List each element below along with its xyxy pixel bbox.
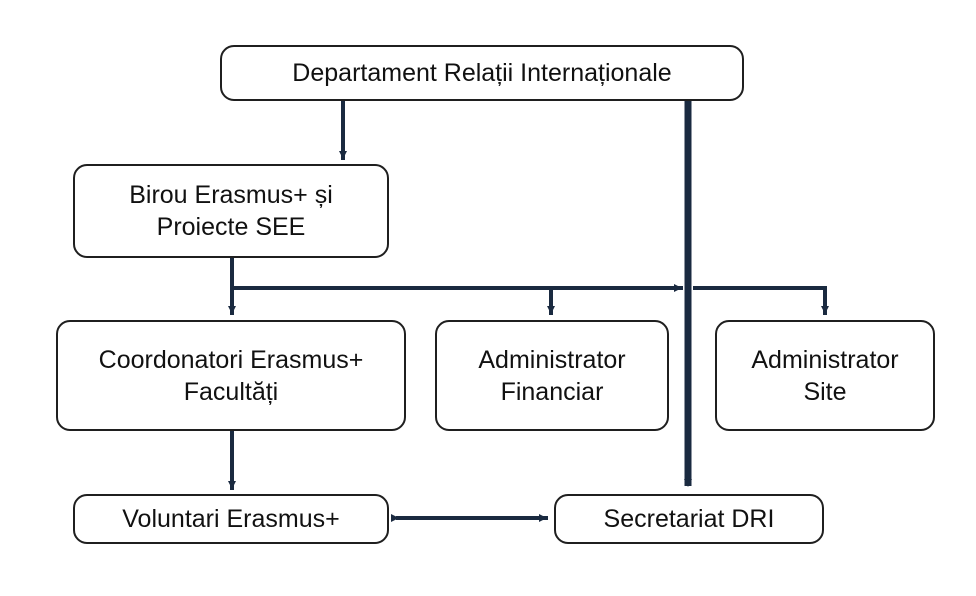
node-voluntari-erasmus: Voluntari Erasmus+ xyxy=(73,494,389,544)
node-label-line: Birou Erasmus+ și xyxy=(129,181,333,209)
node-administrator-financiar: Administrator Financiar xyxy=(435,320,669,431)
node-birou-erasmus: Birou Erasmus+ și Proiecte SEE xyxy=(73,164,389,258)
node-label-line: Facultăți xyxy=(183,377,279,406)
node-departament-relatii-internationale: Departament Relații Internaționale xyxy=(220,45,744,101)
node-label-line: Secretariat DRI xyxy=(603,505,775,533)
node-label-line: Voluntari Erasmus+ xyxy=(122,505,340,533)
node-administrator-site: Administrator Site xyxy=(715,320,935,431)
node-label-line: Administrator xyxy=(751,345,899,374)
node-coordonatori-erasmus: Coordonatori Erasmus+ Facultăți xyxy=(56,320,406,431)
node-label-line: Proiecte SEE xyxy=(156,213,306,241)
node-label-line: Administrator xyxy=(478,345,626,374)
node-secretariat-dri: Secretariat DRI xyxy=(554,494,824,544)
node-label-line: Departament Relații Internaționale xyxy=(292,59,672,87)
node-label-line: Site xyxy=(803,377,847,406)
node-label-line: Coordonatori Erasmus+ xyxy=(98,345,364,374)
node-label-line: Financiar xyxy=(500,377,604,406)
